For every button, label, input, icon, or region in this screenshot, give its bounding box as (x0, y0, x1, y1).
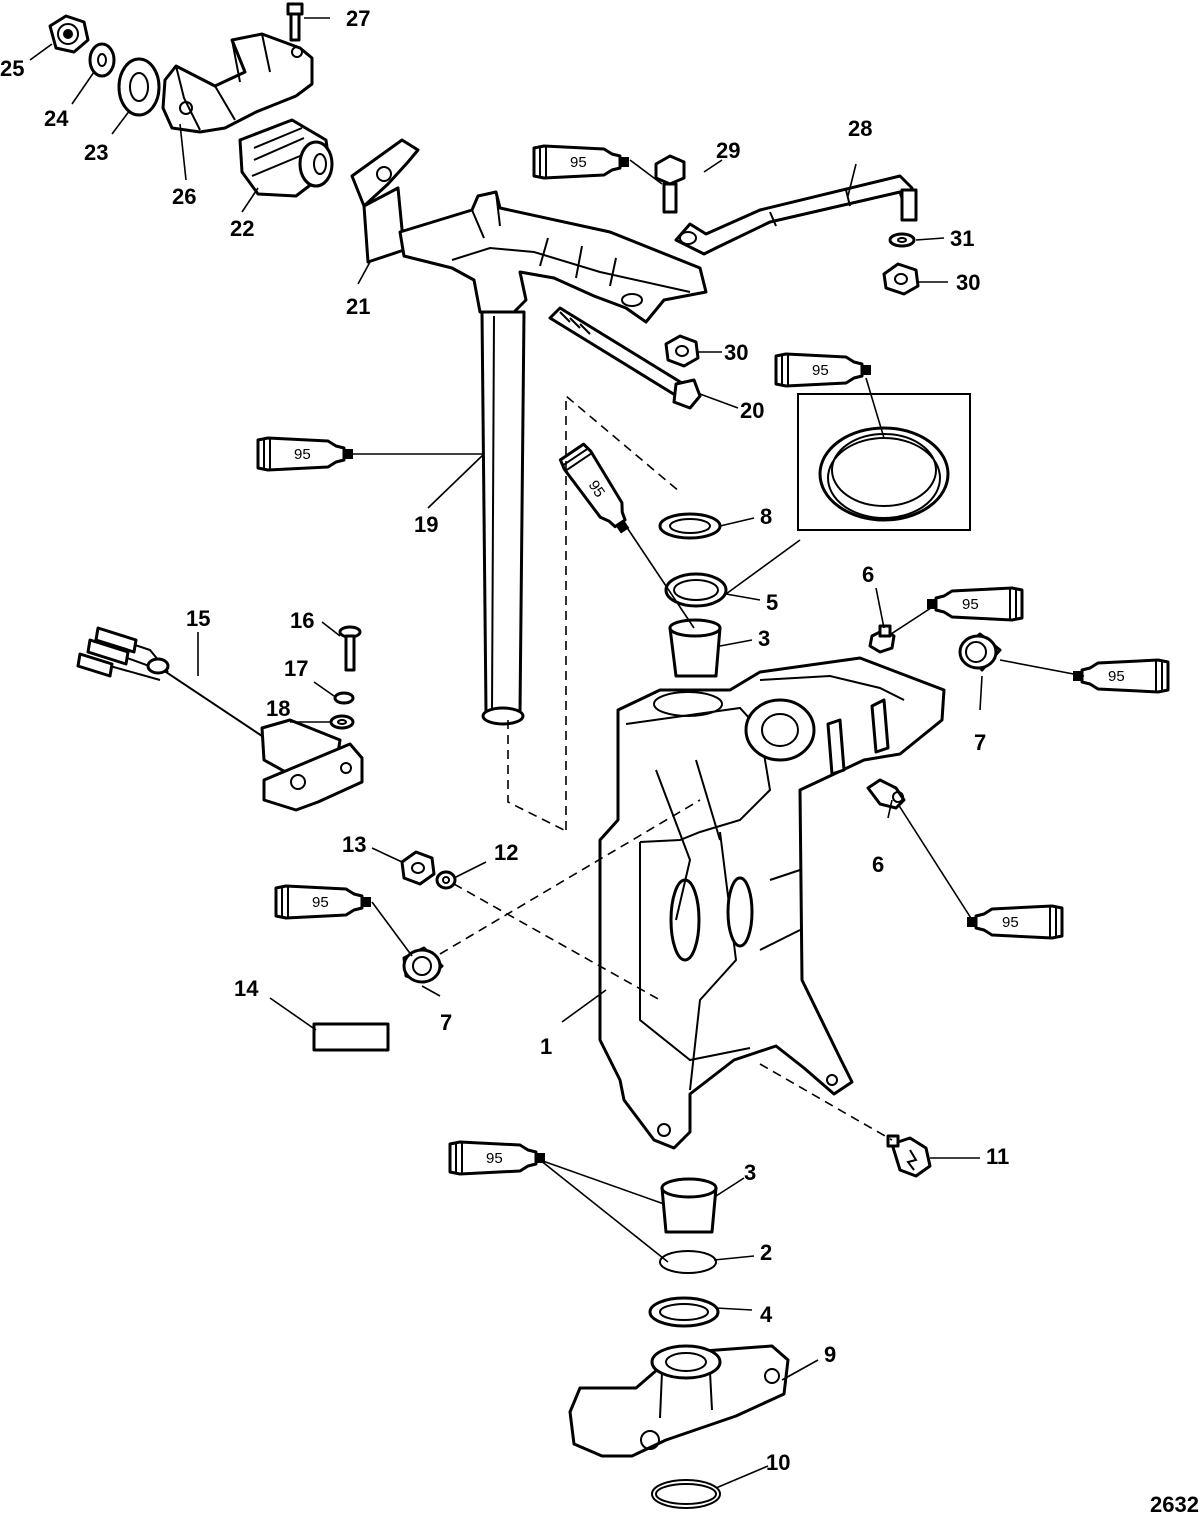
plain-washer-part (435, 870, 457, 890)
sealant-tube-3-lower: 95 (448, 1140, 547, 1176)
sealant-code: 95 (486, 1150, 503, 1167)
seal-part (664, 572, 728, 608)
callout-3-upper: 3 (758, 626, 770, 651)
sealant-code: 95 (585, 477, 608, 500)
sealant-code: 95 (294, 446, 311, 463)
sealant-tube-7-left: 95 (274, 884, 373, 920)
through-bolt-part (548, 306, 702, 410)
swivel-bracket-part (598, 656, 946, 1150)
callout-13: 13 (342, 832, 366, 857)
washer-right-part (888, 232, 916, 248)
sender-lock-washer-part (333, 691, 355, 705)
lower-bushing-part (660, 1177, 718, 1234)
sender-flat-washer-part (329, 714, 355, 730)
callout-1: 1 (540, 1034, 552, 1059)
callout-11: 11 (986, 1144, 1009, 1169)
bushing-left-part (402, 946, 444, 984)
o-ring-part (659, 1250, 717, 1274)
grease-fitting-lower-part (866, 778, 906, 810)
callout-9: 9 (824, 1342, 836, 1367)
lock-nut-part (48, 14, 90, 54)
trim-switch-cylinder-part (238, 118, 334, 198)
callout-28: 28 (848, 116, 872, 141)
callout-7-right: 7 (974, 730, 986, 755)
steering-arm-part (398, 190, 708, 726)
callout-labels: 25 24 23 26 22 27 21 19 29 28 31 30 30 2… (0, 6, 1199, 1517)
trim-sender-part (76, 626, 364, 812)
callout-6-upper: 6 (862, 562, 874, 587)
callout-23: 23 (84, 140, 108, 165)
steering-link-rod-part (674, 174, 918, 256)
callout-30-middle: 30 (724, 340, 748, 365)
callout-19: 19 (414, 512, 438, 537)
callout-17: 17 (284, 656, 308, 681)
callout-7-left: 7 (440, 1010, 452, 1035)
callout-4: 4 (760, 1302, 773, 1327)
callout-26: 26 (172, 184, 196, 209)
ground-screw-part (886, 1134, 932, 1178)
figure-number: 2632 (1150, 1492, 1199, 1517)
clamp-screw-part (286, 2, 304, 42)
callout-30-right: 30 (956, 270, 980, 295)
lower-seal-part (648, 1296, 720, 1328)
sealant-code: 95 (812, 362, 829, 379)
callout-27: 27 (346, 6, 370, 31)
snap-ring-part (651, 1479, 721, 1509)
sealant-tube-29: 95 (532, 144, 631, 180)
sealant-tube-19: 95 (256, 436, 355, 472)
sealant-code: 95 (312, 894, 329, 911)
callout-20: 20 (740, 398, 764, 423)
callout-3-lower: 3 (744, 1160, 756, 1185)
callout-5: 5 (766, 590, 778, 615)
callout-29: 29 (716, 138, 740, 163)
callout-24: 24 (44, 106, 69, 131)
link-rod-bolt-part (654, 154, 686, 214)
callout-6-lower: 6 (872, 852, 884, 877)
bushing-right-part (958, 632, 1002, 672)
sealant-tube-6-lower: 95 (965, 904, 1064, 940)
callout-10: 10 (766, 1450, 790, 1475)
sealant-tube-3-upper: 95 (557, 441, 640, 542)
upper-bushing-part (668, 618, 722, 678)
sealant-tube-6-upper: 95 (925, 586, 1024, 622)
sender-screw-part (338, 625, 362, 672)
hex-nut-part (400, 850, 436, 886)
callout-16: 16 (290, 608, 314, 633)
callout-31: 31 (950, 226, 974, 251)
callout-21: 21 (346, 294, 370, 319)
callout-8: 8 (760, 504, 772, 529)
callout-12: 12 (494, 840, 518, 865)
assembly-lines (439, 394, 893, 1141)
callout-14: 14 (234, 976, 259, 1001)
sealant-code: 95 (1108, 668, 1125, 685)
sealant-code: 95 (570, 154, 587, 171)
large-washer-part (117, 57, 161, 117)
nut-right-part (882, 262, 920, 296)
callout-15: 15 (186, 606, 210, 631)
sealant-code: 95 (962, 596, 979, 613)
callout-25: 25 (0, 56, 24, 81)
decal-part (312, 1022, 390, 1052)
steering-yoke-part (568, 1344, 790, 1458)
callout-2: 2 (760, 1240, 772, 1265)
plate-part (350, 138, 420, 264)
nut-middle-part (664, 334, 700, 368)
grease-fitting-upper-part (868, 624, 896, 654)
sealant-tube-5: 95 (774, 352, 873, 388)
seal-detail-inset (797, 393, 971, 531)
thrust-washer-part (658, 512, 722, 540)
sealant-code: 95 (1002, 914, 1019, 931)
leader-lines (29, 17, 1085, 1489)
sealant-tube-7-right: 95 (1071, 658, 1170, 694)
callout-18: 18 (266, 696, 290, 721)
small-washer-part (88, 42, 116, 78)
callout-22: 22 (230, 216, 254, 241)
clamp-bracket-part (161, 32, 314, 134)
